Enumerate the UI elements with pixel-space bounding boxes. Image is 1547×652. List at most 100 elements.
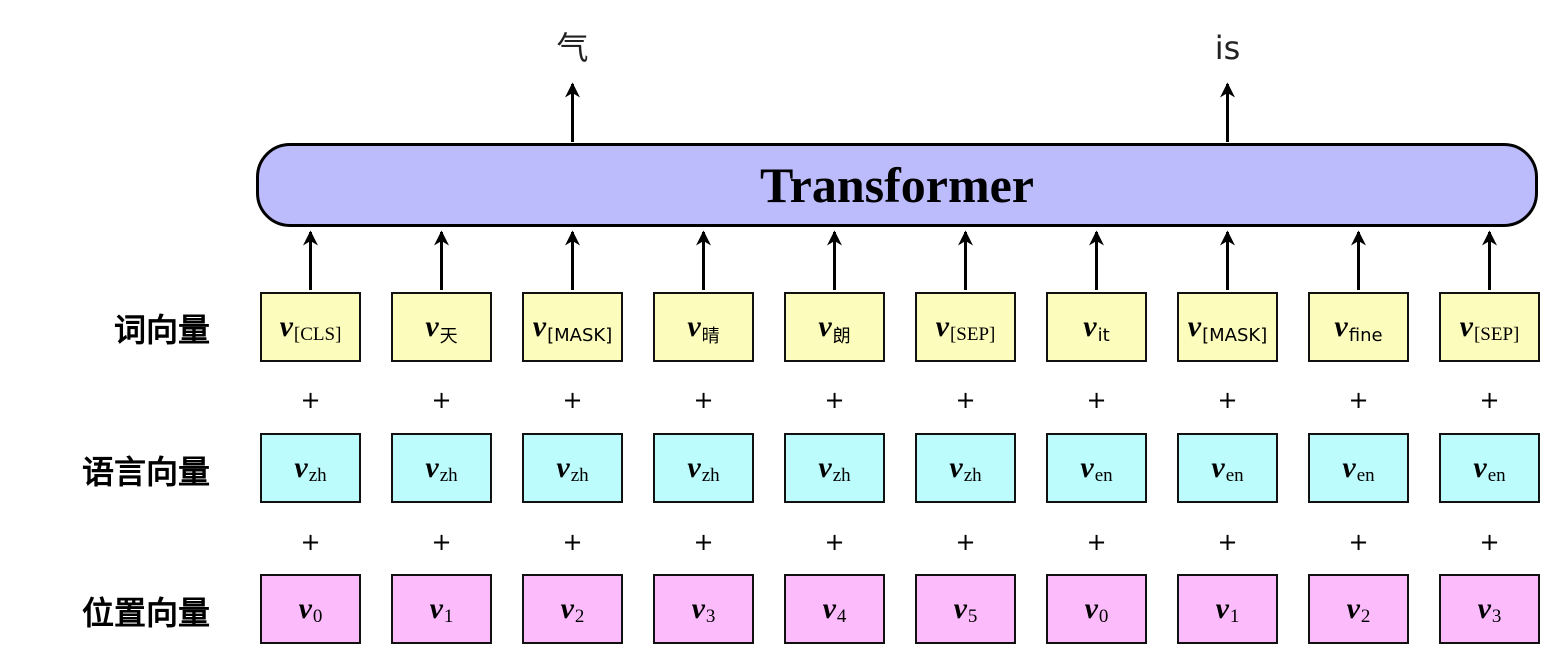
vector-subscript: [SEP] xyxy=(1473,324,1520,345)
word-vector-box: v[SEP] xyxy=(1439,292,1540,362)
vector-symbol: v xyxy=(560,592,574,625)
vector-symbol: v xyxy=(1215,592,1229,625)
vector-subscript: it xyxy=(1097,324,1110,346)
vector-symbol: v xyxy=(298,592,312,625)
vector-symbol: v xyxy=(935,310,949,343)
vector-symbol: v xyxy=(532,310,547,343)
vector-symbol: v xyxy=(294,451,308,484)
word-vector-box: v[MASK] xyxy=(1177,292,1278,362)
plus-sign: + xyxy=(824,386,845,414)
vector-symbol: v xyxy=(953,592,967,625)
word-vector-box: v[MASK] xyxy=(522,292,623,362)
vector-subscript: 2 xyxy=(574,606,585,627)
vector-subscript: 3 xyxy=(1491,606,1502,627)
vector-symbol: v xyxy=(1334,310,1348,343)
vector-subscript: zh xyxy=(963,465,982,486)
vector-subscript: 1 xyxy=(443,606,454,627)
vector-subscript: 0 xyxy=(312,606,323,627)
vector-subscript: 2 xyxy=(1360,606,1371,627)
vector-subscript: 3 xyxy=(705,606,716,627)
plus-sign: + xyxy=(300,528,321,556)
vector-subscript: [MASK] xyxy=(1202,324,1268,346)
vector-symbol: v xyxy=(429,592,443,625)
plus-sign: + xyxy=(562,528,583,556)
vector-subscript: en xyxy=(1225,465,1244,486)
vector-subscript: [MASK] xyxy=(547,324,613,346)
output-token: 气 xyxy=(556,29,589,67)
plus-sign: + xyxy=(693,528,714,556)
vector-subscript: zh xyxy=(308,465,327,486)
plus-sign: + xyxy=(300,386,321,414)
plus-sign: + xyxy=(1348,528,1369,556)
vector-symbol: v xyxy=(818,451,832,484)
plus-sign: + xyxy=(431,528,452,556)
transformer-label: Transformer xyxy=(760,157,1034,213)
vector-subscript: zh xyxy=(439,465,458,486)
vector-symbol: v xyxy=(1187,310,1202,343)
vector-subscript: zh xyxy=(701,465,720,486)
plus-sign: + xyxy=(1086,528,1107,556)
plus-sign: + xyxy=(1217,528,1238,556)
vector-subscript: 朗 xyxy=(832,326,851,347)
transformer-block: Transformer xyxy=(256,143,1538,227)
vector-symbol: v xyxy=(687,451,701,484)
row-label-lang: 语言向量 xyxy=(81,453,210,491)
vector-symbol: v xyxy=(822,592,836,625)
plus-sign: + xyxy=(1479,528,1500,556)
plus-sign: + xyxy=(1217,386,1238,414)
vector-subscript: en xyxy=(1356,465,1375,486)
vector-symbol: v xyxy=(1211,451,1225,484)
vector-symbol: v xyxy=(1080,451,1094,484)
plus-sign: + xyxy=(824,528,845,556)
plus-sign: + xyxy=(1348,386,1369,414)
vector-symbol: v xyxy=(1084,592,1098,625)
vector-subscript: en xyxy=(1094,465,1113,486)
vector-subscript: fine xyxy=(1348,324,1383,346)
plus-sign: + xyxy=(955,386,976,414)
vector-subscript: [CLS] xyxy=(293,324,342,345)
vector-subscript: 天 xyxy=(439,326,458,347)
plus-sign: + xyxy=(1086,386,1107,414)
vector-symbol: v xyxy=(1342,451,1356,484)
plus-sign: + xyxy=(1479,386,1500,414)
vector-symbol: v xyxy=(1083,310,1097,343)
vector-symbol: v xyxy=(1459,310,1473,343)
row-label-word: 词向量 xyxy=(113,311,210,349)
vector-subscript: en xyxy=(1487,465,1506,486)
vector-symbol: v xyxy=(425,310,439,343)
vector-symbol: v xyxy=(279,310,293,343)
vector-symbol: v xyxy=(1477,592,1491,625)
word-vector-box: v[CLS] xyxy=(260,292,361,362)
output-token: is xyxy=(1214,29,1241,67)
vector-symbol: v xyxy=(687,310,701,343)
plus-sign: + xyxy=(562,386,583,414)
vector-subscript: 0 xyxy=(1098,606,1109,627)
vector-subscript: zh xyxy=(832,465,851,486)
vector-symbol: v xyxy=(1346,592,1360,625)
vector-symbol: v xyxy=(1473,451,1487,484)
vector-subscript: [SEP] xyxy=(949,324,996,345)
vector-subscript: 5 xyxy=(967,606,978,627)
